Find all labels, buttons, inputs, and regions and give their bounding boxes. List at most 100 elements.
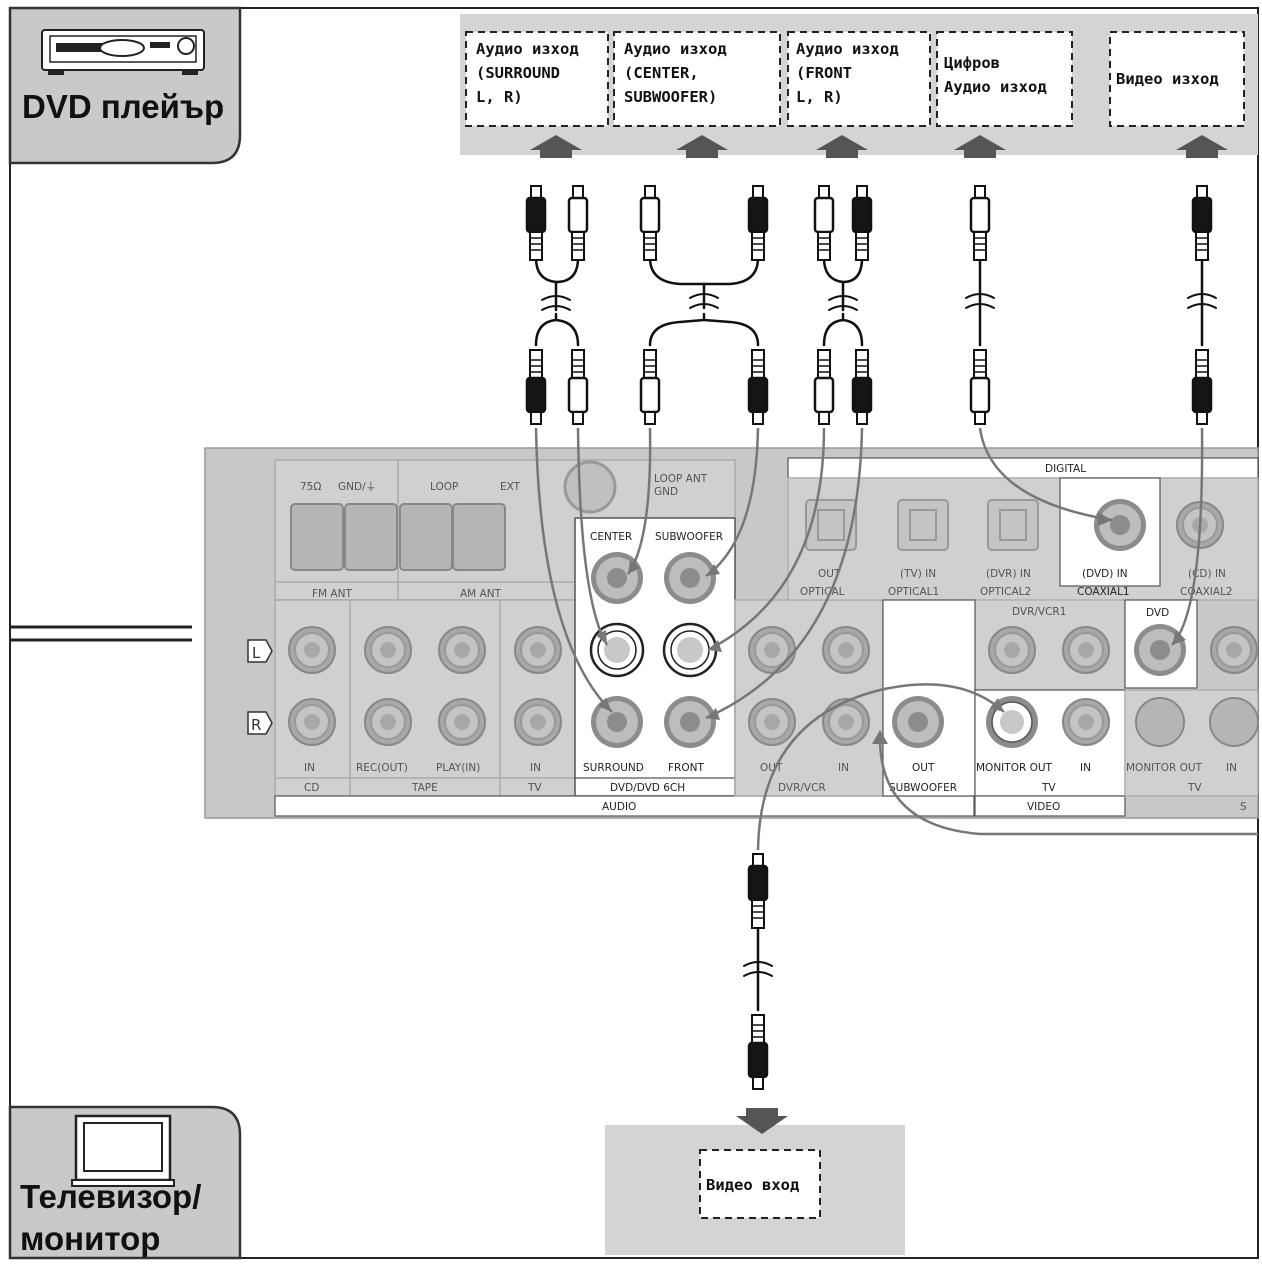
play-in-label: PLAY(IN) bbox=[436, 762, 480, 774]
cd-in-label: IN bbox=[304, 762, 315, 774]
tv-icon bbox=[71, 1114, 175, 1187]
side-r-marker: R bbox=[247, 711, 273, 735]
up-arrow-icon bbox=[816, 135, 868, 158]
video-output-box bbox=[1109, 31, 1245, 127]
optical-ports bbox=[805, 499, 1039, 551]
center-output-label-3: SUBWOOFER) bbox=[624, 88, 717, 106]
center-output-box bbox=[613, 31, 781, 127]
monitor-out-label: MONITOR OUT bbox=[976, 762, 1053, 774]
dvr-vcr1-label: DVR/VCR1 bbox=[1012, 606, 1066, 618]
surround-output-label-3: L, R) bbox=[476, 88, 523, 106]
side-l-marker: L bbox=[247, 639, 273, 663]
dvd-video-jack bbox=[1134, 624, 1186, 676]
antenna-label-loop: LOOP bbox=[430, 481, 458, 493]
dvd-6ch-label: DVD/DVD 6CH bbox=[610, 782, 685, 794]
subwoofer-out-block bbox=[882, 599, 976, 797]
s-label: S bbox=[1240, 801, 1247, 813]
down-arrow-icon bbox=[736, 1108, 788, 1134]
up-arrow-icon bbox=[954, 135, 1006, 158]
up-arrow-icon bbox=[676, 135, 728, 158]
video-input-box bbox=[699, 1149, 821, 1219]
sub-out-label: OUT bbox=[912, 762, 935, 774]
center-output-label-1: Аудио изход bbox=[624, 40, 727, 58]
antenna-label-gnd2: GND bbox=[654, 486, 678, 498]
tv-in-label: IN bbox=[530, 762, 541, 774]
dvd-video-label: DVD bbox=[1146, 607, 1169, 619]
sub-label: SUBWOOFER bbox=[889, 782, 957, 794]
subwoofer-jack bbox=[664, 552, 716, 604]
antenna-jack bbox=[563, 460, 617, 514]
dvr-in-label: IN bbox=[838, 762, 849, 774]
rec-out-label: REC(OUT) bbox=[356, 762, 408, 774]
dvd-in-coaxial-label: (DVD) IN bbox=[1082, 568, 1128, 580]
antenna-label-ext: EXT bbox=[500, 481, 521, 493]
coaxial1-label: COAXIAL1 bbox=[1077, 586, 1130, 598]
center-jack-label: CENTER bbox=[590, 531, 632, 543]
surround-l-jack bbox=[589, 622, 645, 678]
surround-r-jack bbox=[591, 696, 643, 748]
antenna-terminals bbox=[290, 503, 506, 571]
dvd-player-label: DVD плейър bbox=[22, 88, 224, 125]
audio-group-label: AUDIO bbox=[602, 801, 636, 813]
antenna-label-loop-ant: LOOP ANT bbox=[654, 473, 708, 485]
am-ant-label: AM ANT bbox=[460, 588, 502, 600]
dvd-coaxial-jack bbox=[1094, 499, 1146, 551]
antenna-label-gnd: GND/⏚ bbox=[338, 481, 376, 493]
optical-out-label: OUT bbox=[818, 568, 841, 580]
svg-text:L: L bbox=[252, 644, 261, 662]
up-arrow-icon bbox=[1176, 135, 1228, 158]
front-output-label-1: Аудио изход bbox=[796, 40, 899, 58]
antenna-label-75: 75Ω bbox=[300, 481, 321, 493]
digital-output-label-1: Цифров bbox=[944, 54, 1000, 72]
optical-label: OPTICAL bbox=[800, 586, 845, 598]
video-input-label: Видео вход bbox=[706, 1176, 799, 1194]
dvd-player-tab: DVD плейър bbox=[8, 6, 242, 165]
surround-output-box bbox=[465, 31, 609, 127]
tape-label: TAPE bbox=[411, 782, 438, 794]
dvr-vcr-label: DVR/VCR bbox=[778, 782, 826, 794]
tv-label: TV bbox=[527, 782, 542, 794]
video-output-label: Видео изход bbox=[1116, 70, 1219, 88]
surround-jack-label: SURROUND bbox=[583, 762, 644, 774]
up-arrows bbox=[530, 135, 1228, 158]
coaxial2-label: COAXIAL2 bbox=[1180, 586, 1233, 598]
cd-label: CD bbox=[304, 782, 319, 794]
digital-title: DIGITAL bbox=[1045, 463, 1086, 475]
tv-label-line2: монитор bbox=[20, 1220, 160, 1257]
s-tv-label: TV bbox=[1187, 782, 1202, 794]
video-in-label: IN bbox=[1080, 762, 1091, 774]
cd-in-coaxial-label: (CD) IN bbox=[1188, 568, 1226, 580]
tv-input-panel: Видео вход bbox=[605, 1108, 905, 1255]
surround-output-label-2: (SURROUND bbox=[476, 64, 560, 82]
svg-text:R: R bbox=[251, 716, 261, 734]
dvr-out-label: OUT bbox=[760, 762, 783, 774]
front-r-jack bbox=[664, 696, 716, 748]
dvd-output-panel: Аудио изход (SURROUND L, R) Аудио изход … bbox=[460, 14, 1258, 158]
fm-ant-label: FM ANT bbox=[312, 588, 352, 600]
optical1-label: OPTICAL1 bbox=[888, 586, 939, 598]
tv-in-optical-label: (TV) IN bbox=[900, 568, 936, 580]
dvr-in-optical-label: (DVR) IN bbox=[986, 568, 1031, 580]
arrowheads bbox=[596, 512, 1186, 744]
dvd-player-icon bbox=[41, 29, 205, 75]
subwoofer-jack-label: SUBWOOFER bbox=[655, 531, 723, 543]
front-output-label-3: L, R) bbox=[796, 88, 843, 106]
digital-output-label-2: Аудио изход bbox=[944, 78, 1047, 96]
center-output-label-2: (CENTER, bbox=[624, 64, 699, 82]
front-output-box bbox=[787, 31, 931, 127]
subwoofer-out-jack bbox=[892, 696, 944, 748]
tv-label-line1: Телевизор/ bbox=[20, 1178, 201, 1215]
front-output-label-2: (FRONT bbox=[796, 64, 852, 82]
s-monitor-out-label: MONITOR OUT bbox=[1126, 762, 1203, 774]
video-tv-label: TV bbox=[1041, 782, 1056, 794]
surround-output-label-1: Аудио изход bbox=[476, 40, 579, 58]
cables bbox=[534, 256, 1217, 1012]
tv-tab: Телевизор/ монитор bbox=[8, 1105, 242, 1260]
receiver-back-panel: 75Ω GND/⏚ LOOP EXT LOOP ANT GND FM ANT A… bbox=[10, 447, 1259, 819]
optical2-label: OPTICAL2 bbox=[980, 586, 1031, 598]
front-jack-label: FRONT bbox=[668, 762, 704, 774]
digital-output-box bbox=[936, 31, 1073, 127]
up-arrow-icon bbox=[530, 135, 582, 158]
s-in-label: IN bbox=[1226, 762, 1237, 774]
